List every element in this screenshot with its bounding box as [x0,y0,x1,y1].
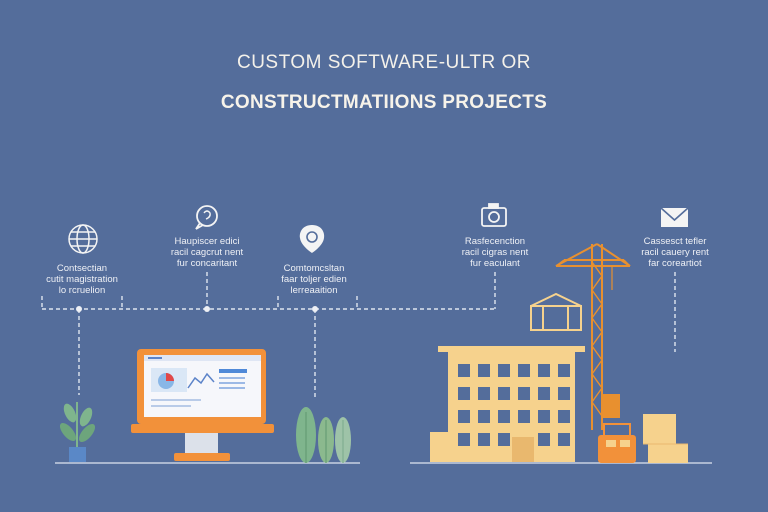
node-4-line-2: racil cigras nent [461,247,529,258]
node-3-line-3: lerreaaition [290,285,338,296]
node-label-2: Haupiscer edici racil cagcrut nent fur c… [152,236,262,269]
title-line-2: CONSTRUCTMATIIONS PROJECTS [220,92,548,113]
node-3-line-1: Comtomcsltan [283,263,345,274]
connector-node-1 [41,296,123,395]
camera-icon [481,203,507,227]
computer-monitor [131,349,274,461]
construction-vehicle [598,423,636,463]
node-label-4: Rasfecenction racil cigras nent fur eacu… [440,236,550,269]
node-label-5: Cassesct tefler racil cauery rent far co… [620,236,730,269]
node-5-line-3: far coreartiot [648,258,702,269]
node-2-line-3: fur concaritant [176,258,238,269]
node-1-line-1: Contsectian [56,263,108,274]
node-1-line-3: lo rcruelion [58,285,106,296]
building [430,292,585,462]
chat-bubble-icon [195,205,218,230]
node-2-line-1: Haupiscer edici [174,236,240,247]
node-label-1: Contsectian cutit magistration lo rcruel… [27,263,137,296]
crates [643,414,688,463]
node-4-line-1: Rasfecenction [464,236,526,247]
node-1-line-2: cutit magistration [46,274,118,285]
leafy-plants [296,407,351,463]
node-5-line-1: Cassesct tefler [643,236,707,247]
node-4-line-3: fur eaculant [470,258,520,269]
connector-dots [76,306,318,312]
node-2-line-2: racil cagcrut nent [170,247,244,258]
tower-crane [555,243,631,430]
connector-lines [41,272,676,398]
potted-plant [59,402,96,462]
node-5-line-2: racil cauery rent [641,247,709,258]
location-pin-icon [299,225,325,253]
globe-icon [68,224,98,254]
title-line-1: CUSTOM SOFTWARE-ULTR OR [236,52,532,73]
node-3-line-2: faar toljer edien [281,274,347,285]
envelope-icon [660,207,689,227]
connector-node-3 [277,296,358,398]
node-label-3: Comtomcsltan faar toljer edien lerreaait… [259,263,369,296]
